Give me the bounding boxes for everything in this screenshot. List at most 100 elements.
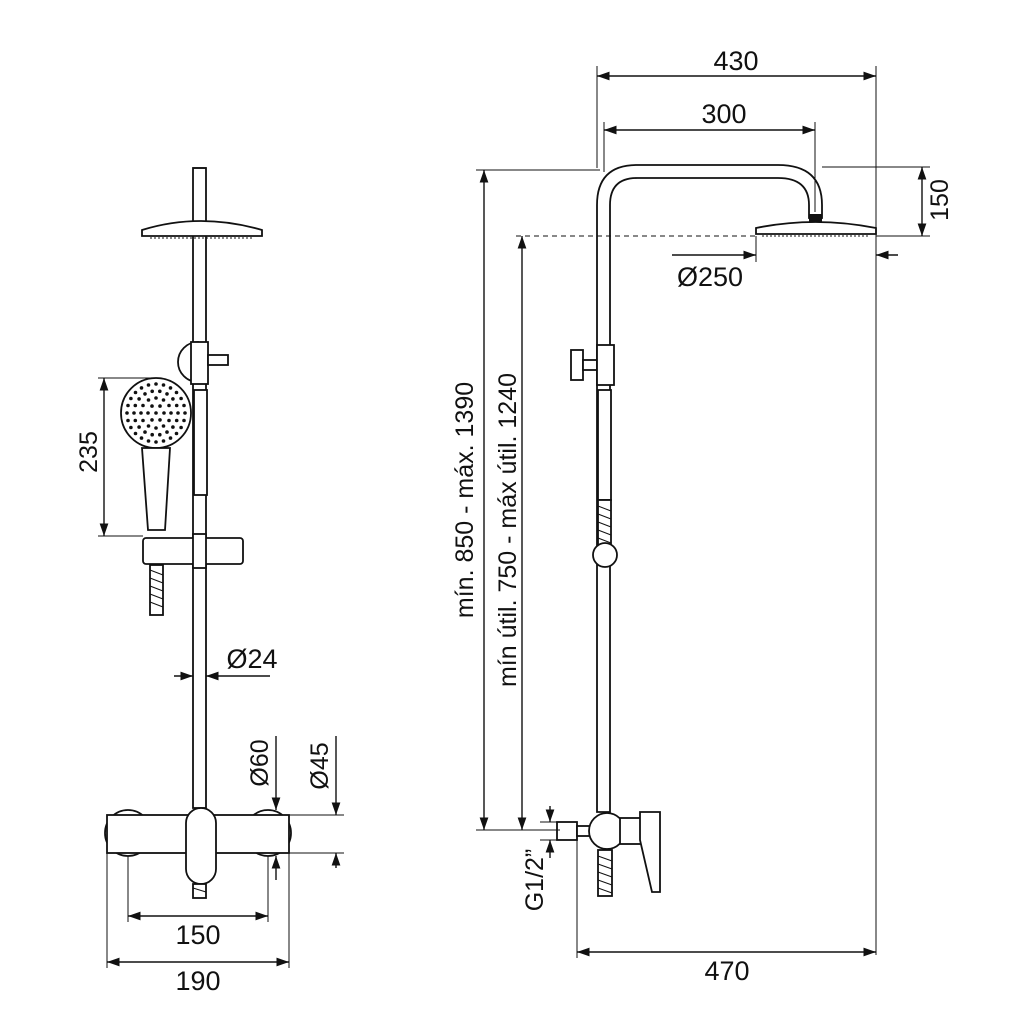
rail-bracket-front	[177, 341, 229, 385]
nozzle-dot	[182, 403, 186, 408]
nozzle-dot	[150, 404, 154, 408]
nozzle-dot	[132, 411, 136, 415]
nozzle-dot	[126, 403, 130, 408]
dim-total-height: mín. 850 - máx. 1390	[451, 169, 600, 831]
arm-connector	[809, 214, 822, 222]
nozzle-dot	[162, 411, 166, 415]
dim-usable-height: mín útil. 750 - máx útil. 1240	[494, 235, 756, 830]
nozzle-dot	[168, 386, 173, 390]
nozzle-dot	[146, 424, 151, 428]
nozzle-dot	[154, 440, 158, 444]
nozzle-dot	[167, 418, 171, 423]
nozzle-dot	[137, 397, 141, 401]
nozzle-dot	[165, 430, 169, 434]
overhead-head-front	[141, 220, 263, 239]
nozzle-dot	[141, 403, 145, 408]
nozzle-dot	[161, 439, 166, 443]
nozzle-dot	[137, 425, 141, 429]
nozzle-dot	[165, 392, 169, 396]
dim-label-thread: G1/2”	[521, 849, 549, 912]
rail-bracket-side	[570, 344, 615, 386]
dim-label-150-side: 150	[926, 179, 954, 221]
dim-label-190: 190	[175, 966, 220, 996]
nozzle-dot	[146, 383, 151, 387]
nozzle-dot	[133, 390, 138, 395]
side-view: 430 300 150 Ø250 mín. 850 -	[451, 46, 954, 986]
nozzle-dot	[126, 418, 130, 423]
dim-250: Ø250	[672, 236, 898, 292]
nozzle-dot	[146, 411, 150, 415]
nozzle-dot	[171, 397, 175, 401]
dim-label-usable-height: mín útil. 750 - máx útil. 1240	[494, 373, 522, 687]
dim-label-300: 300	[701, 99, 746, 129]
front-view: 235 Ø24 Ø60 Ø45 150	[75, 167, 344, 996]
dim-45: Ø45	[289, 736, 344, 868]
nozzle-dot	[125, 411, 129, 415]
nozzle-dot	[150, 432, 154, 437]
hand-shower-front	[120, 377, 192, 531]
nozzle-dot	[143, 430, 147, 434]
nozzle-dot	[139, 386, 144, 390]
nozzle-dot	[154, 426, 158, 430]
dim-label-d60: Ø60	[246, 739, 274, 786]
dim-24: Ø24	[174, 644, 278, 681]
dim-label-235: 235	[75, 431, 103, 473]
overhead-head-side	[755, 221, 877, 237]
nozzle-dot	[167, 403, 171, 408]
nozzle-dot	[179, 396, 183, 401]
nozzle-dot	[158, 432, 162, 437]
nozzle-dot	[158, 418, 162, 422]
nozzle-dot	[174, 418, 179, 423]
nozzle-dot	[168, 436, 173, 440]
dim-label-total-height: mín. 850 - máx. 1390	[451, 382, 479, 618]
nozzle-dot	[161, 383, 166, 387]
nozzle-dot	[183, 411, 187, 415]
slider-side	[592, 542, 618, 568]
nozzle-dot	[150, 389, 154, 394]
nozzle-dot	[171, 425, 175, 429]
nozzle-dot	[174, 403, 179, 408]
nozzle-dot	[129, 425, 133, 430]
nozzle-dot	[174, 431, 179, 436]
flex-hose-front	[149, 564, 164, 616]
flex-hose-side-upper	[597, 499, 612, 546]
nozzle-dot	[133, 418, 138, 423]
dim-label-d24: Ø24	[226, 644, 277, 674]
nozzle-dot	[143, 392, 147, 396]
nozzle-dot	[139, 411, 143, 415]
mixer-body-front	[104, 807, 292, 899]
slider-holder-front	[142, 533, 244, 569]
nozzle-dot	[133, 403, 138, 408]
dim-190: 190	[106, 853, 290, 996]
nozzle-dot	[182, 418, 186, 423]
dim-150-side: 150	[822, 166, 954, 237]
nozzle-dot	[161, 424, 166, 428]
dim-150-front: 150	[127, 856, 269, 950]
nozzle-dot	[169, 411, 173, 415]
nozzle-dot	[139, 436, 144, 440]
nozzle-dot	[141, 418, 145, 423]
hose-front	[193, 389, 208, 496]
nozzle-dot	[146, 398, 151, 402]
mixer-body-side	[556, 811, 661, 897]
nozzle-dot	[176, 411, 180, 415]
dim-60: Ø60	[246, 736, 281, 880]
nozzle-dot	[146, 439, 151, 443]
dim-470: 470	[576, 840, 876, 986]
dim-235: 235	[75, 377, 156, 537]
hose-side	[597, 389, 612, 501]
dim-label-d45: Ø45	[306, 742, 334, 789]
nozzle-dot	[179, 425, 183, 430]
dim-thread: G1/2”	[521, 806, 557, 911]
nozzle-dot	[174, 390, 179, 395]
nozzle-dot	[150, 418, 154, 422]
nozzle-dot	[158, 404, 162, 408]
dim-430: 430	[596, 46, 877, 955]
dim-label-150-front: 150	[175, 920, 220, 950]
dim-300: 300	[603, 99, 816, 212]
nozzle-dot	[133, 431, 138, 436]
nozzle-dot	[129, 396, 133, 401]
nozzle-dot	[154, 382, 158, 386]
dim-label-430: 430	[713, 46, 758, 76]
